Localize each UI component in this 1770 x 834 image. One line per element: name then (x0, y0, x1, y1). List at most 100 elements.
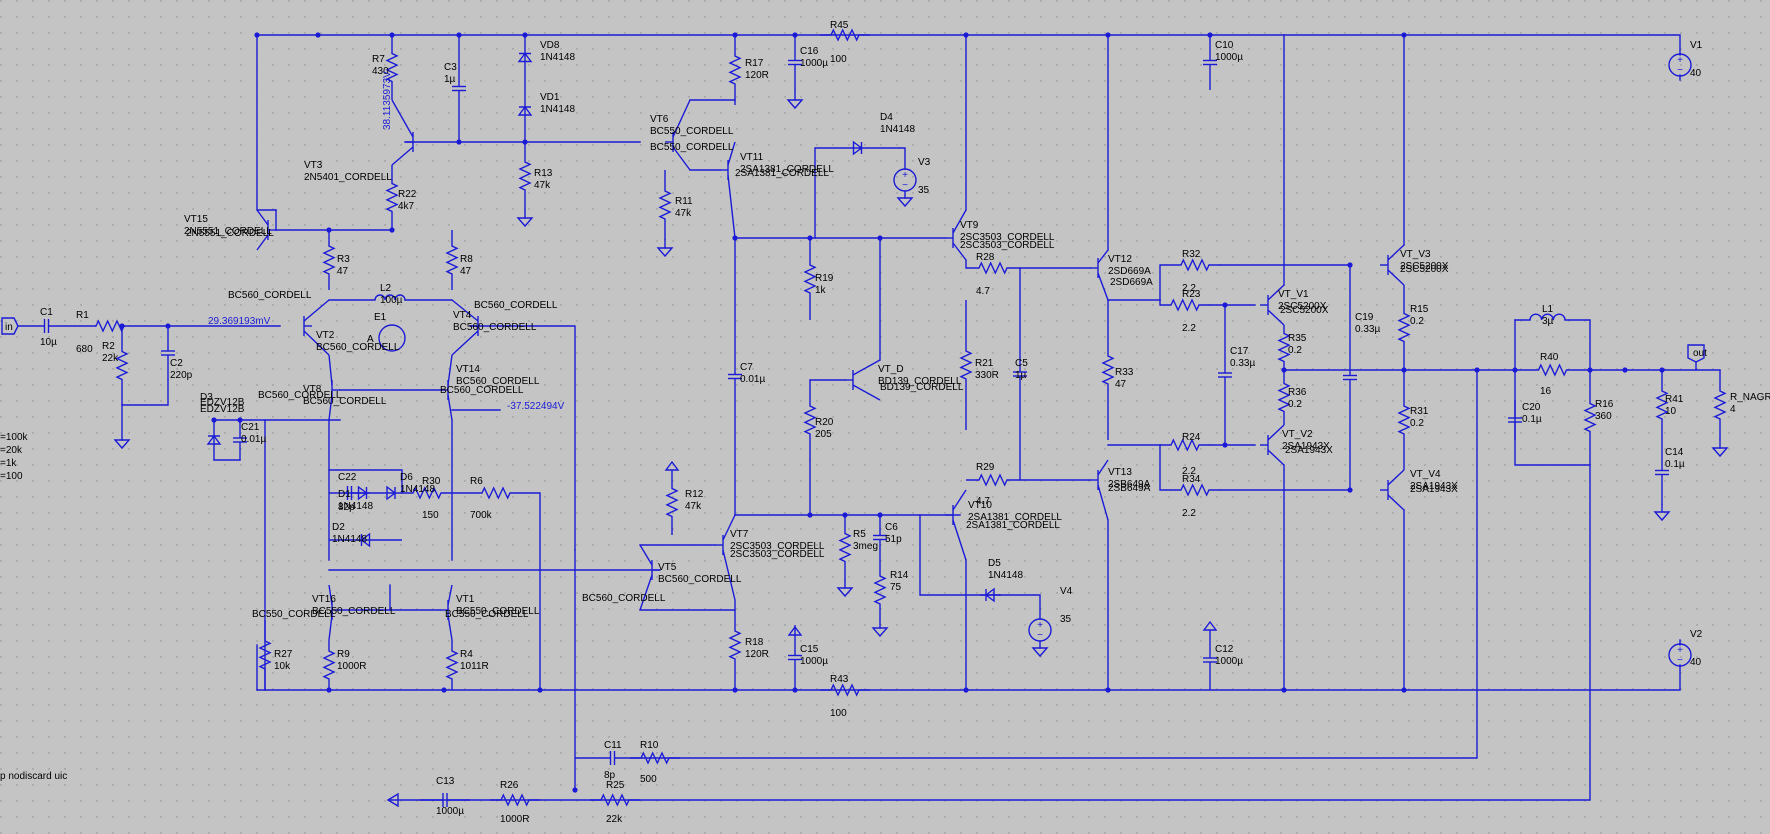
ref-c22: C22 (338, 472, 357, 483)
transistor-collector (328, 584, 333, 606)
minus-sign: − (1037, 630, 1043, 641)
value-c6: 51p (885, 534, 902, 545)
transistor-collector (328, 354, 333, 386)
ref-r43: R43 (830, 674, 849, 685)
transistor-emitter (1387, 494, 1405, 511)
ref-r26: R26 (500, 780, 519, 791)
transistor-emitter (1267, 309, 1285, 326)
value-v2: 40 (1690, 657, 1702, 668)
resistor-r27 (258, 620, 272, 690)
value-c14: 0.1µ (1665, 459, 1685, 470)
ref-l1: L1 (1542, 304, 1554, 315)
transistor-emitter (727, 174, 736, 239)
supply-arrow (664, 460, 680, 471)
spice-directive: =20k (0, 445, 23, 456)
ref-r23: R23 (1182, 289, 1201, 300)
transistor-emitter (391, 146, 414, 166)
ref-vd8: VD8 (540, 40, 560, 51)
value-d4: 1N4148 (880, 124, 915, 135)
value-r1: 680 (76, 344, 93, 355)
resistor-r24 (1160, 438, 1210, 452)
transistor-emitter (1097, 484, 1109, 521)
resistor-r10 (630, 751, 680, 765)
value-vt_v4: 2SA1943X (1410, 481, 1458, 492)
resistor-r40 (1515, 363, 1590, 377)
resistor-r11 (658, 170, 672, 240)
value-r5: 3meg (853, 541, 878, 552)
ref-vt_d: VT_D (878, 364, 904, 375)
resistor-r14 (873, 560, 887, 620)
value-vt2: BC560_CORDELL (316, 342, 400, 353)
output-port (1687, 344, 1705, 363)
resistor-r3 (322, 230, 336, 290)
ground-symbol (1031, 647, 1049, 658)
minus-sign: − (1677, 65, 1683, 76)
ref-d2: D2 (332, 522, 345, 533)
input-port (1, 317, 19, 335)
spice-comment: p nodiscard uic (0, 771, 67, 782)
value-vt8: BC560_CORDELL (303, 396, 387, 407)
ref-r22: R22 (398, 189, 417, 200)
minus-sign: − (1677, 655, 1683, 666)
spice-directive: =100 (0, 471, 23, 482)
ref-vt4: VT4 (453, 310, 472, 321)
ref-r34: R34 (1182, 474, 1201, 485)
value-r16: 360 (1595, 411, 1612, 422)
junction-dot (254, 32, 260, 38)
transistor-emitter (1267, 449, 1285, 466)
ground-symbol (656, 247, 674, 258)
value-c22: 82p (338, 502, 355, 513)
plus-sign: + (1037, 620, 1043, 631)
ref-c15: C15 (800, 644, 819, 655)
transistor-collector (952, 489, 967, 511)
resistor-r20 (803, 380, 817, 460)
transistor-collector (727, 141, 736, 166)
resistor-r15 (1397, 285, 1411, 370)
resistor-r12 (665, 470, 679, 535)
transistor-emitter (1387, 269, 1405, 286)
resistor-r16 (1583, 370, 1597, 465)
ref-vt8: VT8 (303, 384, 322, 395)
ref-vt_v1: VT_V1 (1278, 289, 1309, 300)
ref-d6: D6 (400, 472, 413, 483)
spice-directive: =100k (0, 432, 29, 443)
ground-symbol (871, 627, 889, 638)
transistor-emitter (328, 394, 333, 421)
resistor-r33 (1101, 300, 1115, 440)
value-d2: 1N4148 (332, 534, 367, 545)
value-c12: 1000µ (1215, 656, 1243, 667)
transistor-collector (1267, 424, 1285, 441)
ref-vt2: VT2 (316, 330, 335, 341)
transistor-collector (1387, 469, 1405, 486)
value-vt13b: 2SB649A (1108, 483, 1151, 494)
value-d1: 1N4148 (338, 501, 373, 512)
wire (1564, 319, 1591, 371)
ref-r_nagr: R_NAGR (1730, 392, 1770, 403)
resistor-r21 (959, 300, 973, 430)
value-v3: 35 (918, 185, 930, 196)
junction-dot (807, 512, 813, 518)
ref-c13: C13 (436, 776, 455, 787)
resistor-r2 (115, 326, 129, 405)
value-c17: 0.33µ (1230, 358, 1255, 369)
ref-c6: C6 (885, 522, 898, 533)
value-r2: 22k (102, 353, 119, 364)
value-r35: 0.2 (1288, 345, 1302, 356)
ref-c20: C20 (1522, 402, 1541, 413)
resistor-r8 (445, 230, 459, 290)
value-r7: 430 (372, 66, 389, 77)
ref-r2: R2 (102, 341, 115, 352)
transistor-emitter (328, 614, 333, 641)
value-vt5b: BC560_CORDELL (582, 593, 666, 604)
resistor-r45 (820, 28, 870, 42)
ref-v3: V3 (918, 157, 931, 168)
probe-input-voltage: 29.369193mV (208, 316, 271, 327)
resistor-r22 (385, 165, 399, 230)
transistor-collector (256, 209, 269, 226)
ref-c1: C1 (40, 307, 53, 318)
value-r13: 47k (534, 180, 551, 191)
value-vt16b: BC550_CORDELL (252, 609, 336, 620)
value-d5: 1N4148 (988, 570, 1023, 581)
